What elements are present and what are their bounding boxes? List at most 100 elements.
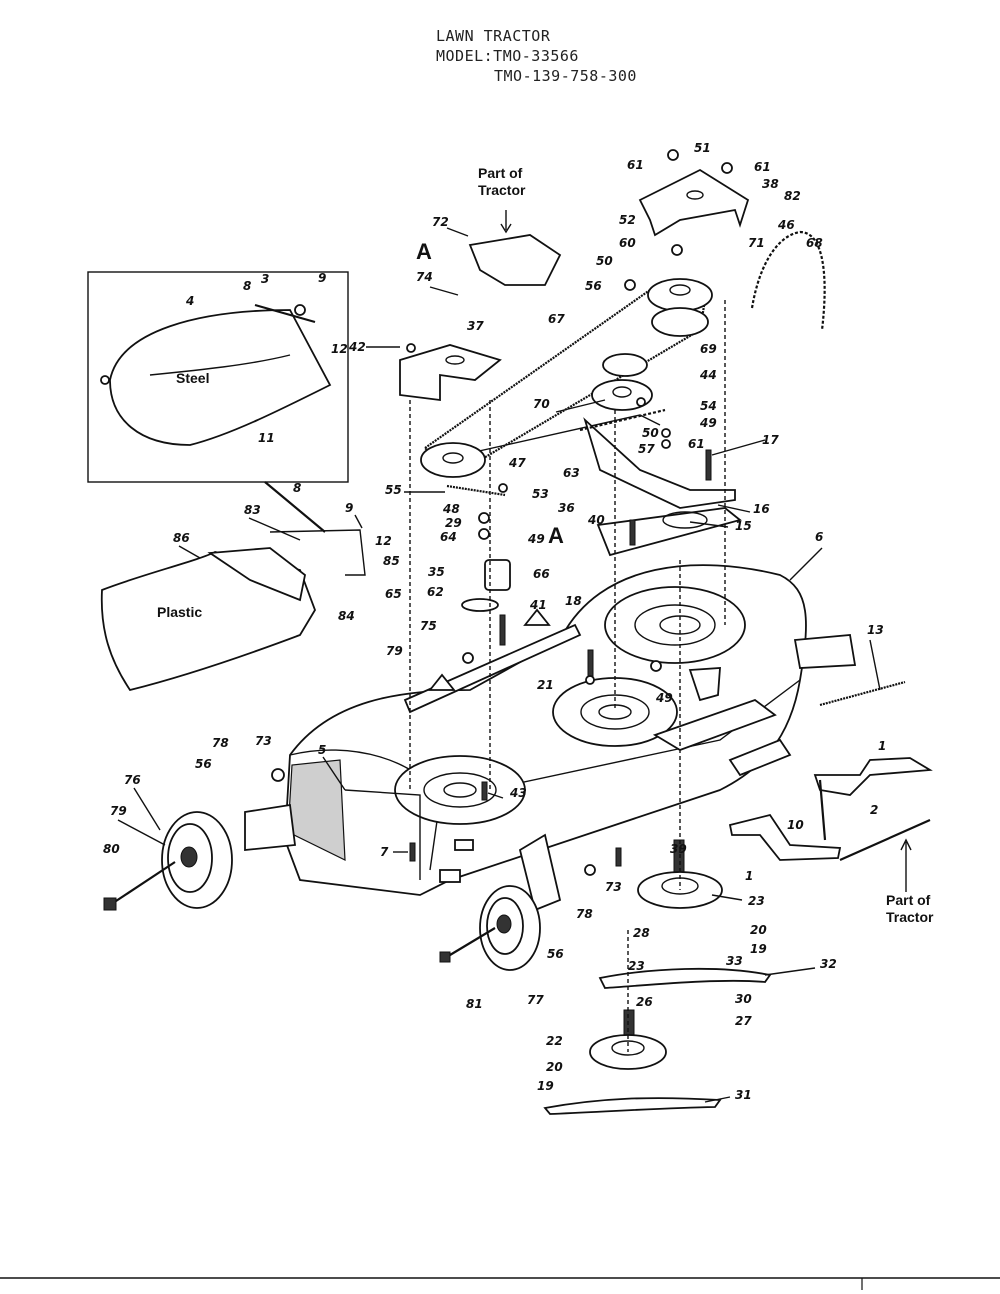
deck-hanger-bracket (399, 344, 502, 402)
callout-77: 77 (527, 993, 544, 1007)
callout-67: 67 (548, 312, 565, 326)
callout-57: 57 (638, 442, 655, 456)
callout-21: 21 (537, 678, 554, 692)
callout-85: 85 (383, 554, 400, 568)
callout-23b: 23 (628, 959, 645, 973)
callout-78b: 78 (576, 907, 593, 921)
text-labels: Part of Tractor Part of Tractor Steel Pl… (157, 165, 934, 925)
callout-66: 66 (533, 567, 550, 581)
callout-74: 74 (416, 270, 433, 284)
header-model-number: TMO-139-758-300 (494, 67, 637, 85)
callout-20b: 20 (546, 1060, 563, 1074)
lift-linkage (728, 680, 933, 892)
callout-79b: 79 (110, 804, 127, 818)
callout-53: 53 (532, 487, 549, 501)
steel-deflector-inset (87, 271, 349, 483)
callout-12b: 12 (375, 534, 392, 548)
callout-2: 2 (870, 803, 878, 817)
spindle-assembly-lower (543, 1009, 722, 1115)
callout-48: 48 (442, 502, 460, 516)
callout-73b: 73 (605, 880, 622, 894)
header-model: MODEL:TMO-33566 (436, 47, 579, 65)
callout-56c: 56 (547, 947, 564, 961)
callout-60: 60 (619, 236, 636, 250)
callout-10: 10 (787, 818, 804, 832)
callout-39: 39 (670, 842, 687, 856)
callout-8b: 8 (293, 481, 301, 495)
callout-50a: 50 (596, 254, 613, 268)
callout-35: 35 (428, 565, 445, 579)
callout-56b: 56 (195, 757, 212, 771)
callout-13: 13 (867, 623, 884, 637)
callout-3: 3 (261, 272, 269, 286)
callout-43: 43 (509, 786, 527, 800)
callout-63: 63 (563, 466, 580, 480)
callout-29: 29 (445, 516, 462, 530)
callout-6: 6 (815, 530, 823, 544)
gauge-wheel-left (103, 811, 233, 911)
callout-55: 55 (385, 483, 402, 497)
header-product: LAWN TRACTOR (436, 27, 551, 45)
callout-49c: 49 (655, 691, 673, 705)
idler-brackets (579, 408, 742, 557)
leader-lines (117, 227, 881, 1103)
callout-11: 11 (258, 431, 275, 445)
mower-deck (244, 564, 857, 912)
callout-9b: 9 (345, 501, 353, 515)
spindle-assembly-upper (598, 839, 772, 989)
marker-a-bottom: A (548, 523, 564, 548)
callout-30: 30 (735, 992, 752, 1006)
plastic-chute (100, 481, 366, 692)
callout-8a: 8 (243, 279, 251, 293)
callout-79a: 79 (386, 644, 403, 658)
callout-12a: 12 (331, 342, 348, 356)
callout-61b: 61 (754, 160, 771, 174)
callout-19b: 19 (537, 1079, 554, 1093)
callout-73a: 73 (255, 734, 272, 748)
callout-37: 37 (467, 319, 484, 333)
callout-31: 31 (735, 1088, 752, 1102)
callout-86: 86 (173, 531, 190, 545)
callout-72: 72 (432, 215, 449, 229)
callout-18: 18 (565, 594, 582, 608)
callout-64: 64 (440, 530, 457, 544)
marker-a-top: A (416, 239, 432, 264)
callout-44: 44 (699, 368, 717, 382)
callout-52: 52 (619, 213, 636, 227)
callout-80: 80 (103, 842, 120, 856)
callout-71: 71 (748, 236, 765, 250)
callout-84: 84 (338, 609, 355, 623)
callout-83: 83 (244, 503, 261, 517)
callout-1a: 1 (878, 739, 886, 753)
callout-36: 36 (558, 501, 575, 515)
callout-49a: 49 (699, 416, 717, 430)
steel-label: Steel (176, 370, 209, 386)
callout-9a: 9 (318, 271, 326, 285)
callout-75: 75 (420, 619, 437, 633)
callout-51: 51 (694, 141, 711, 155)
callout-54: 54 (700, 399, 717, 413)
gauge-wheel-right (439, 885, 541, 971)
tractor-bracket-top (468, 210, 562, 286)
part-of-tractor-right-line1: Part of (886, 892, 931, 908)
diagram-header: LAWN TRACTOR MODEL:TMO-33566 TMO-139-758… (436, 26, 637, 86)
engine-pulley-bracket (638, 168, 750, 237)
callout-15: 15 (735, 519, 752, 533)
callout-46: 46 (777, 218, 795, 232)
callout-1b: 1 (745, 869, 753, 883)
pulleys (420, 278, 713, 478)
part-of-tractor-top-line2: Tractor (478, 182, 526, 198)
callout-82: 82 (784, 189, 801, 203)
callout-38: 38 (762, 177, 779, 191)
callout-49b: 49 (527, 532, 545, 546)
callout-27: 27 (735, 1014, 752, 1028)
callout-69: 69 (700, 342, 717, 356)
callout-56a: 56 (585, 279, 602, 293)
callout-26: 26 (636, 995, 653, 1009)
part-of-tractor-top-line1: Part of (478, 165, 523, 181)
part-of-tractor-right-line2: Tractor (886, 909, 934, 925)
callout-61c: 61 (688, 437, 705, 451)
callout-20a: 20 (750, 923, 767, 937)
